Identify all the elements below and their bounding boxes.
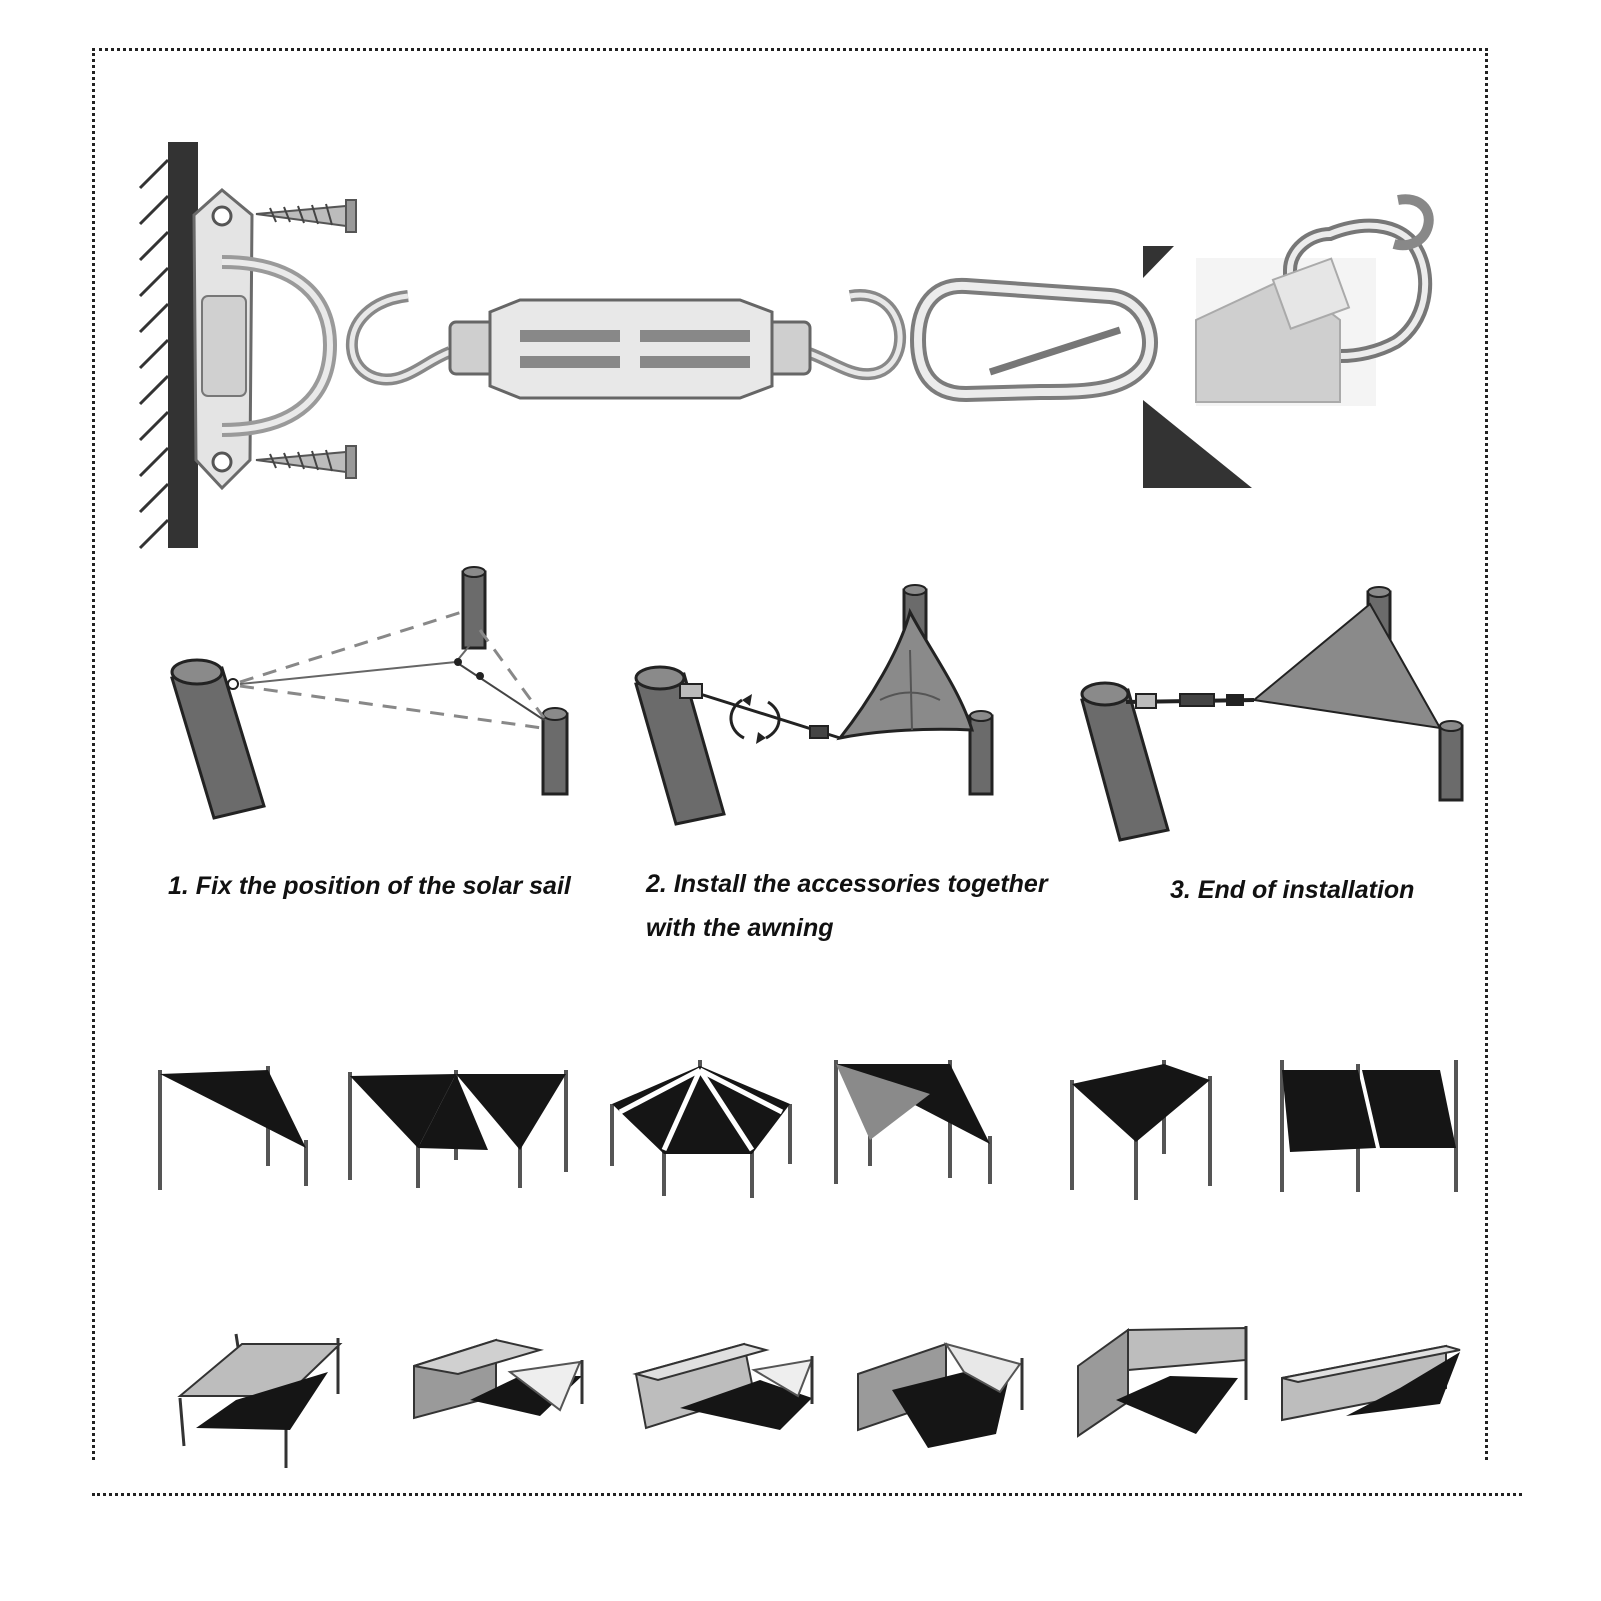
step-1-caption: 1. Fix the position of the solar sail [168, 872, 571, 900]
dotted-frame-bottom [92, 1493, 1522, 1496]
step-3-diagram [1080, 586, 1464, 842]
wall-mounted-sail-icon [413, 1338, 584, 1420]
step-2-caption-line2: with the awning [646, 914, 834, 942]
hardware-illustration [138, 142, 1434, 550]
layered-sails-icon [177, 1333, 343, 1468]
post-icon [634, 665, 726, 826]
step-1-diagram [170, 566, 569, 820]
sail-layouts-row-2 [177, 1326, 1461, 1468]
d-ring-icon [1195, 194, 1434, 406]
post-icon [968, 710, 994, 796]
wall-mounted-sail-icon [1281, 1344, 1461, 1422]
step-2-diagram [634, 584, 994, 826]
post-icon [1080, 681, 1170, 842]
step-3-caption: 3. End of installation [1170, 876, 1415, 904]
overlapping-sail-icon [834, 1060, 992, 1184]
square-sail-icon [1070, 1060, 1212, 1200]
install-steps-illustration [170, 566, 1464, 842]
post-icon [541, 707, 569, 796]
post-icon [170, 658, 266, 820]
step-2-caption: 2. Install the accessories together [646, 870, 1048, 898]
wall-icon [138, 142, 198, 550]
pad-eye-plate-icon [192, 188, 338, 491]
sail-layouts-row-1 [158, 1060, 1458, 1200]
post-icon [1438, 720, 1464, 802]
multi-triangle-sail-icon [610, 1060, 792, 1198]
double-triangle-sail-icon [348, 1070, 568, 1188]
wall-mounted-sail-icon [632, 1342, 814, 1430]
turnbuckle-icon [345, 289, 907, 400]
carabiner-icon [909, 277, 1158, 403]
double-rectangle-sail-icon [1280, 1060, 1458, 1192]
wall-mounted-sail-icon [857, 1342, 1024, 1448]
post-icon [461, 566, 487, 650]
screw-icon [255, 199, 357, 233]
single-triangle-sail-icon [158, 1066, 308, 1190]
corner-wall-sail-icon [1077, 1326, 1248, 1438]
corner-marker-icon [1143, 246, 1252, 488]
dotted-frame [92, 48, 1488, 1460]
screw-icon [255, 445, 357, 479]
